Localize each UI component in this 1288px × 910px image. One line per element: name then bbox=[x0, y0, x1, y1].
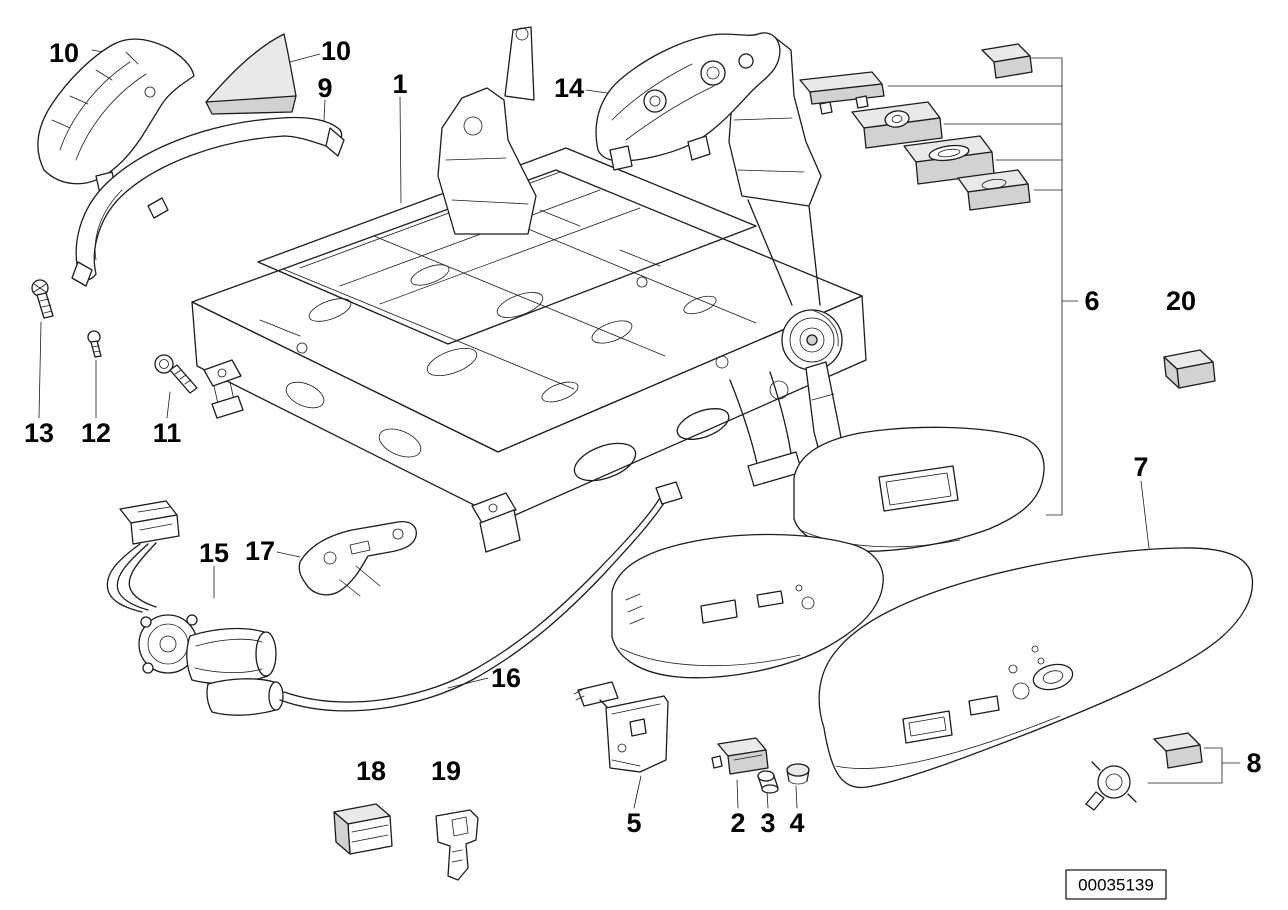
part-label-8: 8 bbox=[1246, 748, 1261, 778]
part-10-left-trim bbox=[37, 38, 195, 195]
part-label-12: 12 bbox=[81, 418, 111, 448]
part-6-seat-panel-upper bbox=[793, 426, 1045, 552]
part-label-13: 13 bbox=[24, 418, 54, 448]
part-1-seat-frame bbox=[191, 26, 867, 553]
part-14-backrest-adjuster bbox=[595, 32, 781, 171]
doc-number: 00035139 bbox=[1065, 869, 1167, 900]
part-labels: 10 10 9 1 14 6 20 7 13 12 11 15 17 16 18… bbox=[24, 36, 1262, 838]
part-13-screw bbox=[31, 279, 54, 319]
leader-lines bbox=[38, 49, 1150, 809]
part-6-switch-covers bbox=[799, 43, 1033, 211]
part-label-17: 17 bbox=[245, 536, 275, 566]
part-8-clamp-and-cap bbox=[1085, 732, 1203, 811]
part-12-screw bbox=[87, 330, 102, 358]
part-label-16: 16 bbox=[491, 663, 521, 693]
part-18-cover bbox=[333, 803, 393, 855]
part-label-19: 19 bbox=[431, 756, 461, 786]
part-20-cap bbox=[1163, 349, 1216, 389]
part-16-cable bbox=[279, 481, 683, 712]
part-label-2: 2 bbox=[730, 808, 745, 838]
doc-number-text: 00035139 bbox=[1078, 876, 1154, 895]
label-8-bracket-lines bbox=[1147, 747, 1241, 784]
part-label-18: 18 bbox=[356, 756, 386, 786]
doc-number-box bbox=[1065, 869, 1167, 900]
part-10-right-trim bbox=[205, 33, 297, 115]
part-15-motor-harness bbox=[106, 500, 284, 716]
part-label-3: 3 bbox=[760, 808, 775, 838]
part-label-6: 6 bbox=[1084, 286, 1099, 316]
part-seat-panel-middle bbox=[611, 533, 884, 679]
part-label-5: 5 bbox=[626, 808, 641, 838]
part-7-seat-panel-lower bbox=[818, 547, 1254, 789]
part-19-clip bbox=[435, 809, 479, 881]
part-label-7: 7 bbox=[1133, 452, 1148, 482]
part-3-pin bbox=[757, 770, 779, 794]
part-label-10-right: 10 bbox=[321, 36, 351, 66]
part-label-10-left: 10 bbox=[49, 38, 79, 68]
part-label-11: 11 bbox=[153, 418, 182, 448]
part-9-trim-strip bbox=[71, 116, 345, 287]
label-6-bracket-lines bbox=[887, 57, 1079, 516]
part-label-9: 9 bbox=[317, 73, 332, 103]
part-label-15: 15 bbox=[199, 538, 229, 568]
part-17-bracket bbox=[298, 520, 417, 597]
part-label-20: 20 bbox=[1166, 286, 1196, 316]
part-11-bolt bbox=[154, 354, 198, 394]
part-2-switch bbox=[711, 737, 769, 775]
part-label-1: 1 bbox=[392, 69, 407, 99]
part-label-4: 4 bbox=[789, 808, 804, 838]
part-4-cap bbox=[786, 763, 810, 785]
part-5-bracket-plate bbox=[573, 681, 669, 773]
part-label-14: 14 bbox=[554, 73, 584, 103]
